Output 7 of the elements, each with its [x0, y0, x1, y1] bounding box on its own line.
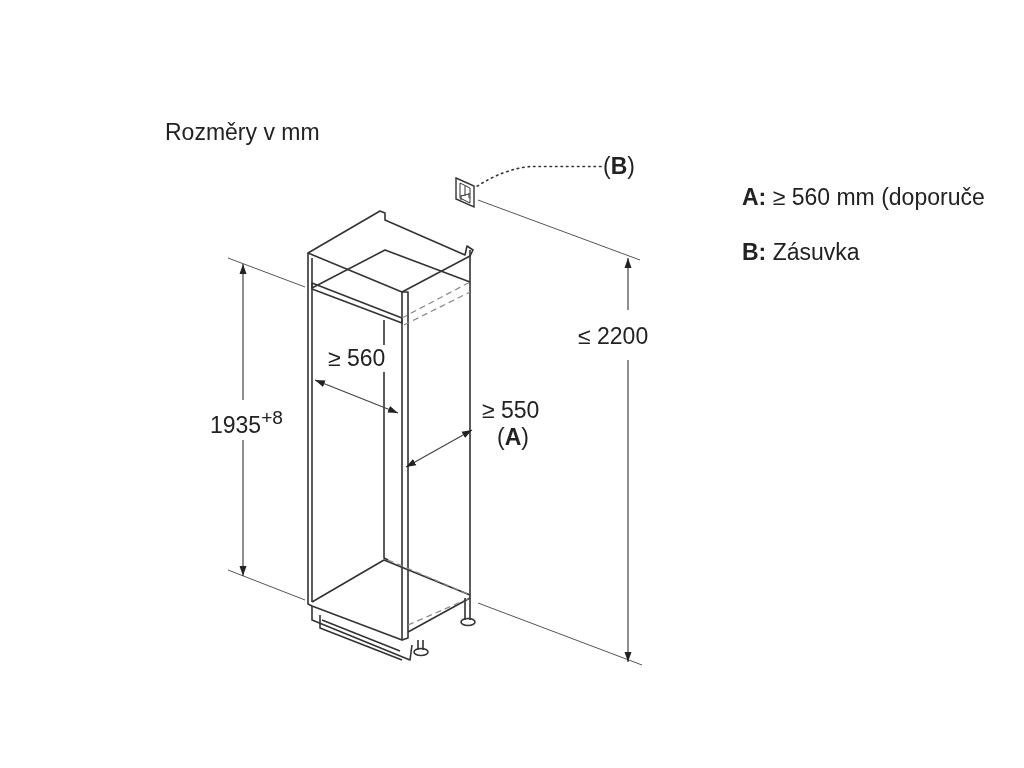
legend-text: A: ≥ 560 mm (doporuče — [742, 184, 985, 211]
socket-icon — [455, 176, 475, 209]
dimension-label: (A) — [497, 424, 529, 451]
dimension-label: ≥ 560 — [328, 345, 386, 372]
callout-label: (B) — [603, 153, 635, 180]
leader-line — [473, 165, 602, 189]
heading: Rozměry v mm — [165, 119, 320, 146]
